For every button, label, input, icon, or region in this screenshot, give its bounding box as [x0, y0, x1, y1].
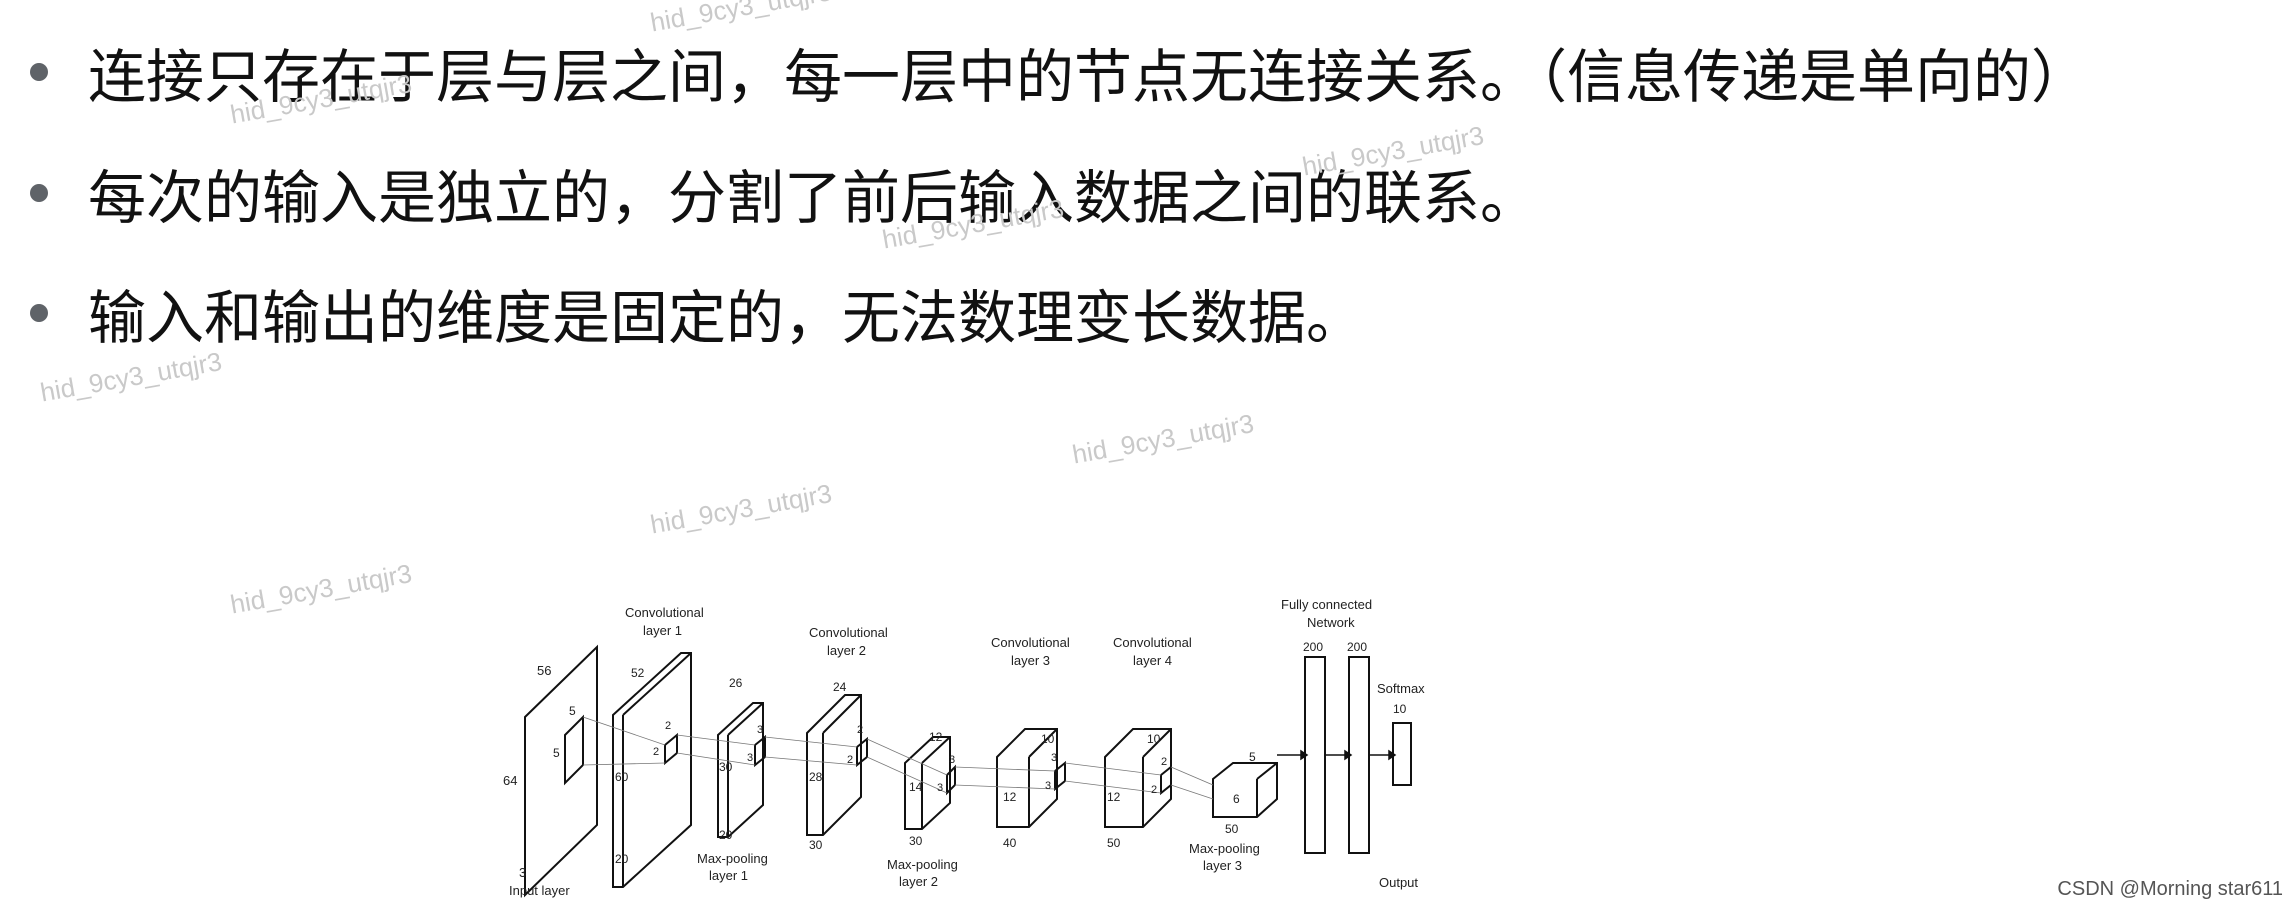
conv1-kernel — [664, 732, 678, 766]
footer-credit: CSDN @Morning star611 — [2057, 878, 2283, 900]
pool3-block — [1212, 762, 1278, 818]
pool1-title: Max-pooling — [697, 851, 768, 866]
input-kernel — [564, 714, 584, 786]
conv2-depth-label: 30 — [809, 838, 823, 852]
bullet-text: 每次的输入是独立的，分割了前后输入数据之间的联系。 — [88, 164, 1539, 232]
input-layer-slab — [524, 644, 598, 898]
pool2-depth-label: 30 — [909, 834, 923, 848]
conv2-subtitle: layer 2 — [827, 643, 866, 658]
conv3-side-label: 12 — [1003, 790, 1017, 804]
cnn-diagram-svg: 56 64 3 5 5 Input layer Convolutional la… — [503, 597, 1425, 898]
watermark: hid_9cy3_utqjr3 — [1070, 408, 1256, 470]
pool1-top-label: 26 — [729, 676, 743, 690]
softmax-n-label: 10 — [1393, 702, 1407, 716]
watermark: hid_9cy3_utqjr3 — [648, 478, 834, 540]
pool3-subtitle: layer 3 — [1203, 858, 1242, 873]
pool1-depth-label: 20 — [719, 828, 733, 842]
input-kernel-h-label: 5 — [569, 704, 576, 718]
conv3-subtitle: layer 3 — [1011, 653, 1050, 668]
pool3-side-label: 6 — [1233, 792, 1240, 806]
bullet-item: 输入和输出的维度是固定的，无法数理变长数据。 — [30, 273, 1364, 353]
conv4-title: Convolutional — [1113, 635, 1192, 650]
conv4-subtitle: layer 4 — [1133, 653, 1172, 668]
bullet-item: 连接只存在于层与层之间，每一层中的节点无连接关系。（信息传递是单向的） — [30, 32, 2089, 112]
bullet-dot-icon — [30, 184, 48, 202]
bullet-dot-icon — [30, 304, 48, 322]
conv4-block — [1104, 728, 1172, 828]
pool2-side-label: 14 — [909, 780, 923, 794]
conv4-depth-label: 50 — [1107, 836, 1121, 850]
conv3-block — [996, 728, 1058, 828]
pool2-title: Max-pooling — [887, 857, 958, 872]
conv1-side-label: 60 — [615, 770, 629, 784]
bullet-text: 连接只存在于层与层之间，每一层中的节点无连接关系。（信息传递是单向的） — [88, 43, 2090, 111]
conv3-k1-label: 3 — [1051, 752, 1057, 764]
conv1-title: Convolutional — [625, 605, 704, 620]
conv2-side-label: 28 — [809, 770, 823, 784]
conv3-k2-label: 3 — [1045, 780, 1051, 792]
conv1-k2-label: 2 — [653, 746, 659, 758]
conv4-kernel — [1160, 764, 1172, 796]
pool3-top-label: 5 — [1249, 750, 1256, 764]
fc-n1-label: 200 — [1303, 640, 1323, 654]
pool1-side-label: 30 — [719, 760, 733, 774]
conv2-k2-label: 2 — [847, 754, 853, 766]
pool2-subtitle: layer 2 — [899, 874, 938, 889]
conv1-k1-label: 2 — [665, 720, 671, 732]
input-kernel-w-label: 5 — [553, 746, 560, 760]
conv3-title: Convolutional — [991, 635, 1070, 650]
bullet-text: 输入和输出的维度是固定的，无法数理变长数据。 — [88, 284, 1365, 352]
softmax-layer — [1392, 722, 1412, 786]
input-depth-label: 3 — [519, 865, 526, 880]
fc-n2-label: 200 — [1347, 640, 1367, 654]
conv1-block — [612, 652, 692, 888]
pool1-k2-label: 3 — [747, 752, 753, 764]
conv2-top-label: 24 — [833, 680, 847, 694]
softmax-title: Softmax — [1377, 681, 1425, 696]
conv4-side-label: 12 — [1107, 790, 1121, 804]
pool1-k1-label: 3 — [757, 724, 763, 736]
conv4-k1-label: 2 — [1161, 756, 1167, 768]
watermark: hid_9cy3_utqjr3 — [38, 346, 224, 408]
pool2-k1-label: 3 — [949, 754, 955, 766]
conv3-depth-label: 40 — [1003, 836, 1017, 850]
pool3-title: Max-pooling — [1189, 841, 1260, 856]
fc-title: Fully connected — [1281, 597, 1372, 612]
conv1-top-label: 52 — [631, 666, 645, 680]
conv4-k2-label: 2 — [1151, 784, 1157, 796]
input-height-label: 64 — [503, 773, 517, 788]
fc-subtitle: Network — [1307, 615, 1355, 630]
bullet-dot-icon — [30, 63, 48, 81]
conv4-top-label: 10 — [1147, 732, 1161, 746]
input-width-label: 56 — [537, 663, 551, 678]
conv1-depth-label: 20 — [615, 852, 629, 866]
output-label: Output — [1379, 875, 1418, 890]
bullet-item: 每次的输入是独立的，分割了前后输入数据之间的联系。 — [30, 153, 1538, 233]
watermark: hid_9cy3_utqjr3 — [228, 558, 414, 620]
conv2-title: Convolutional — [809, 625, 888, 640]
cnn-architecture-diagram: 56 64 3 5 5 Input layer Convolutional la… — [485, 585, 1445, 905]
pool1-block — [717, 702, 764, 838]
conv2-k1-label: 2 — [857, 724, 863, 736]
input-layer-title: Input layer — [509, 883, 570, 898]
pool1-subtitle: layer 1 — [709, 868, 748, 883]
conv2-block — [806, 694, 862, 836]
pool2-top-label: 12 — [929, 730, 943, 744]
conv1-subtitle: layer 1 — [643, 623, 682, 638]
pool2-block — [904, 736, 951, 830]
pool2-k2-label: 3 — [937, 782, 943, 794]
conv3-top-label: 10 — [1041, 732, 1055, 746]
pool3-depth-label: 50 — [1225, 822, 1239, 836]
